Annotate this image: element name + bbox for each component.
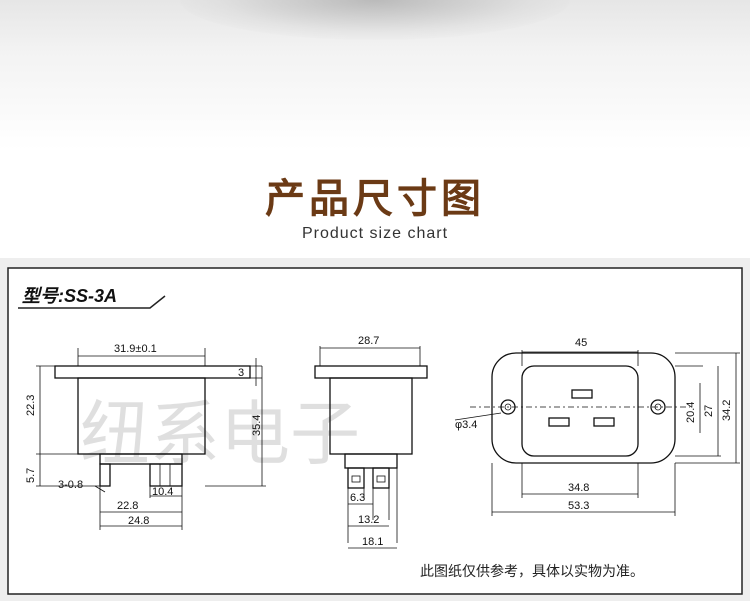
- page-title-cn: 产品尺寸图: [265, 176, 485, 222]
- front-body: [521, 365, 639, 457]
- dim-front-hole-diameter: φ3.4: [455, 419, 477, 431]
- dim-side-total-height: 35.4: [251, 415, 263, 436]
- dim-front-flange-height: 34.2: [721, 400, 733, 421]
- watermark: 纽系电子: [80, 393, 360, 475]
- dim-side-pin-thickness: 3-0.8: [58, 479, 83, 491]
- dim-front-body-height: 27: [703, 405, 715, 417]
- end-view: [314, 346, 428, 549]
- dim-front-base-width: 34.8: [568, 482, 589, 494]
- dim-end-width: 28.7: [358, 335, 379, 347]
- drawing-svg: 型号:SS-3A 纽系电子: [7, 267, 743, 595]
- page-subtitle-en: Product size chart: [301, 225, 449, 242]
- dim-side-pin-width: 10.4: [152, 486, 173, 498]
- dim-side-overall: 24.8: [128, 515, 149, 527]
- side-base: [99, 453, 183, 465]
- reference-note: 此图纸仅供参考，具体以实物为准。: [420, 563, 644, 580]
- dim-end-pin-gap: 6.3: [350, 492, 365, 504]
- drawing-frame: [7, 267, 743, 595]
- front-slot-top: [571, 389, 593, 399]
- model-label: 型号:SS-3A: [22, 286, 117, 306]
- front-mount-hole-right: [650, 399, 666, 415]
- front-flange: [491, 352, 676, 464]
- side-pin-right: [149, 463, 183, 487]
- dim-end-base-width: 18.1: [362, 536, 383, 548]
- front-slot-left: [548, 417, 570, 427]
- model-label-underline: [18, 295, 166, 309]
- side-view: [36, 348, 266, 530]
- dim-end-pin-span: 13.2: [358, 514, 379, 526]
- end-pin-left: [347, 467, 365, 489]
- dim-front-flange-width: 53.3: [568, 500, 589, 512]
- end-pin-right: [372, 467, 390, 489]
- front-slot-right: [593, 417, 615, 427]
- dim-side-base-width: 22.8: [117, 500, 138, 512]
- dimension-drawing: 型号:SS-3A 纽系电子: [0, 258, 750, 601]
- dim-front-slot-height: 20.4: [685, 402, 697, 423]
- front-view: [454, 350, 740, 516]
- dim-side-height: 22.3: [25, 395, 37, 416]
- dim-front-body-width: 45: [575, 337, 587, 349]
- dim-side-pin-length: 5.7: [25, 468, 37, 483]
- side-pin-left: [99, 463, 111, 487]
- dim-side-width: 31.9±0.1: [114, 343, 157, 355]
- dim-side-flange: 3: [238, 367, 244, 379]
- end-base: [344, 453, 398, 469]
